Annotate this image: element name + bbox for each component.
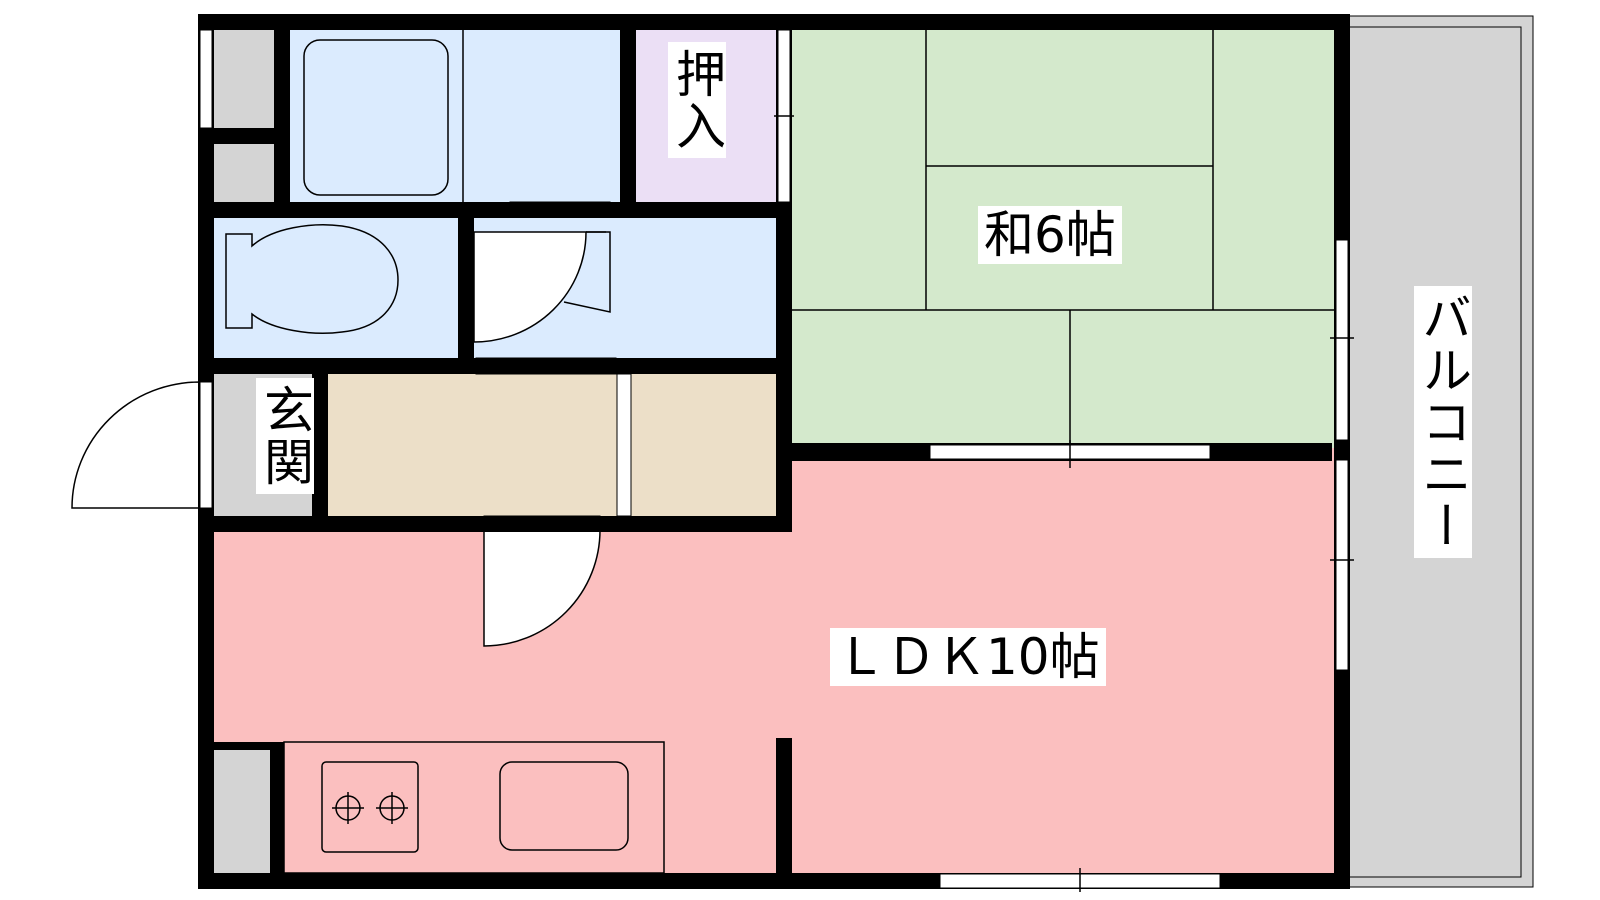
window-west-upper <box>199 29 213 129</box>
genkan-label: 玄関 <box>256 378 314 494</box>
window-east-ldk <box>1335 459 1349 671</box>
hall-floor <box>328 374 776 516</box>
window-east-washitsu <box>1335 239 1349 441</box>
tatami-lines <box>790 30 1350 448</box>
balcony-label: バルコニー <box>1414 286 1472 558</box>
entrance-door <box>71 381 201 509</box>
oshiire-label: 押入 <box>668 42 726 158</box>
sink <box>499 761 629 851</box>
bath-room <box>290 30 620 202</box>
washitsu-label: 和6帖 <box>978 206 1122 264</box>
storage-kitchen <box>214 750 276 873</box>
stove <box>321 761 419 853</box>
storage-2 <box>214 144 274 202</box>
toilet-room <box>214 218 458 358</box>
ldk-door <box>483 529 601 647</box>
ldk-label: ＬＤＫ10帖 <box>830 628 1106 686</box>
toilet-door <box>473 231 587 343</box>
burner-icons <box>332 792 408 824</box>
toilet-fixture <box>225 224 399 334</box>
bathtub <box>303 39 449 196</box>
storage-1 <box>214 30 274 128</box>
window-west-entrance <box>199 381 213 509</box>
